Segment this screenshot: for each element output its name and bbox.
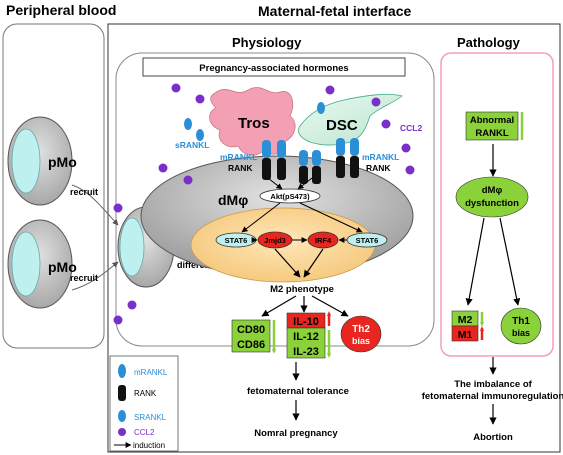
srankl-molecule — [196, 129, 204, 141]
pmo-cell-top: pMo — [7, 116, 77, 206]
dmphi-dysfunction-node: dMφ dysfunction — [455, 176, 529, 218]
th1-bias-node: Th1 bias — [500, 307, 542, 345]
recruit-arrow-bottom — [71, 261, 119, 291]
akt-stat6-right-arrow — [299, 202, 363, 233]
path-dmphi-label: dMφ — [482, 185, 503, 196]
normal-pregnancy-label: Nomral pregnancy — [254, 428, 338, 439]
legend-induction: induction — [114, 441, 165, 450]
legend-srankl-label: SRANKL — [134, 413, 167, 422]
rank-right-label: RANK — [366, 163, 391, 173]
recruit-bottom-label: recruit — [70, 273, 98, 283]
il-box: IL-10 IL-12 IL-23 — [286, 311, 331, 359]
legend-rank-label: RANK — [134, 389, 157, 398]
dysfunction-label: dysfunction — [465, 198, 519, 209]
abnormal-rankl-box: Abnormal RANKL — [465, 111, 524, 141]
stat6-right-label: STAT6 — [356, 236, 379, 245]
mrankl-right-label: mRANKL — [362, 152, 399, 162]
th2-label: Th2 — [352, 324, 370, 335]
irf4-label: IRF4 — [315, 236, 332, 245]
th2-bias-label: bias — [352, 336, 370, 346]
il10-label: IL-10 — [293, 316, 319, 328]
receptor-middle — [299, 150, 308, 184]
srankl-label: sRANKL — [175, 140, 209, 150]
th1-label: Th1 — [512, 316, 530, 327]
receptor-middle-2 — [312, 150, 321, 184]
pathology-title: Pathology — [457, 35, 521, 50]
cd86-label: CD86 — [237, 339, 265, 351]
dmphi-label: dMφ — [218, 192, 248, 208]
m2-label: M2 — [458, 314, 473, 326]
m1-label: M1 — [458, 329, 473, 341]
mrankl-left-label: mRANKL — [220, 152, 257, 162]
akt-arrow-left — [267, 177, 283, 190]
il23-label: IL-23 — [293, 346, 319, 358]
tros-cell: Tros — [209, 87, 296, 156]
recruit-arrow-top — [71, 184, 119, 226]
stat6-left-label: STAT6 — [225, 236, 248, 245]
th2-bias-node: Th2 bias — [340, 315, 382, 353]
imbalance-line1: The imbalance of — [454, 379, 532, 390]
akt-arrow-right — [297, 177, 313, 190]
cd-box: CD80 CD86 — [231, 319, 276, 354]
receptor-right-2 — [350, 138, 359, 178]
peripheral-blood-title: Peripheral blood — [6, 2, 116, 18]
irf4-node — [307, 231, 339, 249]
irf4-m2-arrow — [303, 248, 324, 278]
ccl2-dots — [113, 83, 415, 325]
legend-mrankl-label: mRANKL — [134, 368, 168, 377]
akt-node — [259, 188, 321, 204]
legend-ccl2: CCL2 — [118, 428, 155, 437]
m2-cd-arrow — [261, 295, 297, 317]
srankl-molecule — [184, 118, 192, 130]
legend-ccl2-label: CCL2 — [134, 428, 155, 437]
physiology-title: Physiology — [232, 35, 302, 50]
receptor-left — [262, 140, 271, 180]
interface-title: Maternal-fetal interface — [258, 3, 411, 19]
m2-m1-box: M2 M1 — [451, 310, 484, 342]
legend-mrankl: mRANKL — [118, 364, 168, 378]
dsc-label: DSC — [326, 117, 358, 134]
dysfunction-th1-arrow — [499, 217, 521, 306]
receptor-right — [336, 138, 345, 178]
jmjd3-m2-arrow — [274, 248, 301, 278]
abnormal-label: Abnormal — [470, 115, 514, 126]
srankl-molecule — [317, 102, 325, 114]
rank-left-label: RANK — [228, 163, 253, 173]
th1-bias-label: bias — [512, 328, 530, 338]
imbalance-line2: fetomaternal immunoregulation — [422, 391, 563, 402]
m2-th2-arrow — [311, 295, 349, 317]
recruit-top-label: recruit — [70, 187, 98, 197]
akt-label: Akt(pS473) — [270, 192, 310, 201]
hormones-box — [142, 57, 406, 77]
hormones-label: Pregnancy-associated hormones — [199, 63, 348, 74]
il12-label: IL-12 — [293, 331, 319, 343]
pmo-bottom-label: pMo — [48, 259, 77, 275]
ccl2-label: CCL2 — [400, 123, 422, 133]
abortion-label: Abortion — [473, 432, 513, 443]
m2-phenotype-label: M2 phenotype — [270, 284, 334, 295]
pmo-cell-bottom: pMo — [7, 219, 77, 309]
legend-rank: RANK — [118, 385, 157, 401]
cd80-label: CD80 — [237, 324, 265, 336]
legend-srankl: SRANKL — [118, 410, 167, 422]
legend-induction-label: induction — [133, 441, 165, 450]
receptor-left-2 — [277, 140, 286, 180]
tolerance-label: fetomaternal tolerance — [247, 386, 349, 397]
pmo-top-label: pMo — [48, 154, 77, 170]
akt-stat6-left-arrow — [241, 202, 281, 233]
abnormal-rankl-label: RANKL — [475, 128, 508, 139]
tros-label: Tros — [238, 115, 270, 132]
jmjd3-label: Jmjd3 — [264, 236, 286, 245]
dysfunction-m-arrow — [465, 217, 485, 306]
